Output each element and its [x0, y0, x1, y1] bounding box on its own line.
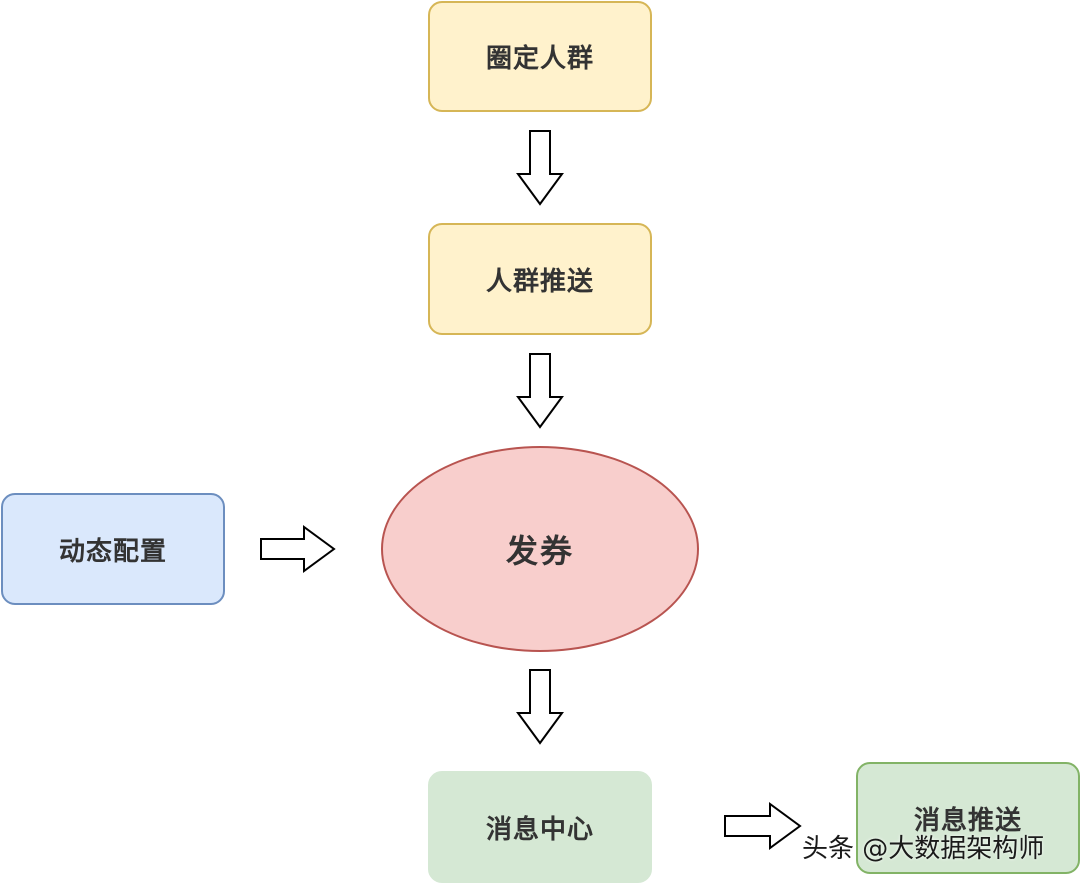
message-push-node: 消息推送: [856, 762, 1080, 874]
dynamic-config-node: 动态配置: [1, 493, 225, 605]
message-push-label: 消息推送: [913, 805, 1022, 836]
select-crowd-node: 圈定人群: [428, 1, 652, 112]
arrow-down-icon: [516, 130, 564, 206]
arrow-down-icon: [516, 353, 564, 429]
arrow-down-icon: [516, 669, 564, 745]
message-center-node: 消息中心: [428, 771, 652, 883]
issue-coupon-node: 发券: [381, 446, 699, 652]
message-center-label: 消息中心: [485, 814, 594, 845]
watermark-text: 头条 @大数据架构师: [802, 834, 1045, 864]
dynamic-config-label: 动态配置: [58, 536, 167, 567]
arrow-right-icon: [724, 802, 802, 850]
crowd-push-label: 人群推送: [485, 266, 594, 297]
select-crowd-label: 圈定人群: [485, 44, 594, 74]
issue-coupon-label: 发券: [505, 532, 574, 570]
crowd-push-node: 人群推送: [428, 223, 652, 335]
arrow-right-icon: [260, 525, 336, 573]
